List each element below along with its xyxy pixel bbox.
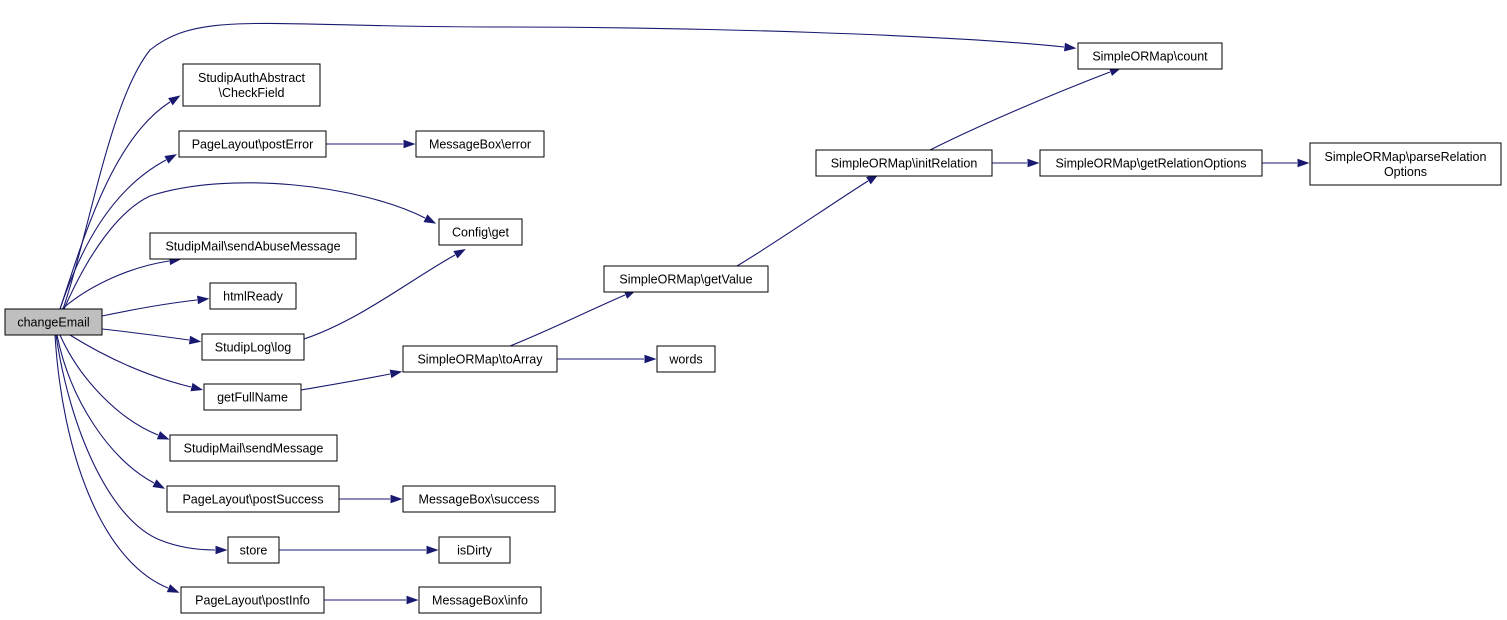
- node-label: words: [668, 353, 702, 367]
- node-label: isDirty: [457, 544, 492, 558]
- node-pagelayout-postsuccess[interactable]: PageLayout\postSuccess: [166, 485, 340, 513]
- edge-changeEmail-to-studiplog-log: [101, 328, 202, 345]
- arrow-head-icon: [156, 431, 170, 440]
- node-isdirty[interactable]: isDirty: [438, 536, 511, 564]
- edge-simpleormap-initrelation-to-simpleormap-count: [929, 67, 1122, 151]
- node-label: SimpleORMap\count: [1092, 50, 1208, 64]
- node-pagelayout-postinfo[interactable]: PageLayout\postInfo: [180, 586, 325, 614]
- node-label: StudipLog\log: [215, 341, 292, 355]
- node-label: changeEmail: [17, 316, 89, 330]
- node-label: \CheckField: [219, 86, 285, 100]
- node-label: SimpleORMap\parseRelation: [1325, 150, 1487, 164]
- edge-pagelayout-postsuccess-to-messagebox-success: [339, 494, 403, 504]
- edge-changeEmail-to-pagelayout-postsuccess: [56, 334, 166, 489]
- arrow-head-icon: [1064, 42, 1077, 52]
- node-label: Options: [1384, 165, 1427, 179]
- node-htmlready[interactable]: htmlReady: [209, 282, 297, 310]
- edge-changeEmail-to-store: [55, 334, 228, 555]
- node-label: SimpleORMap\getValue: [619, 273, 752, 287]
- nodes-layer: changeEmail SimpleORMap\countStudipAuthAb…: [4, 42, 1502, 614]
- edge-changeEmail-to-studipauthabstract-checkfield: [59, 95, 181, 310]
- arrow-head-icon: [215, 545, 228, 555]
- node-messagebox-error[interactable]: MessageBox\error: [415, 130, 545, 158]
- arrow-head-icon: [1297, 158, 1310, 168]
- edge-changeEmail-to-studipmail-sendmessage: [59, 334, 170, 440]
- node-label: SimpleORMap\getRelationOptions: [1055, 157, 1246, 171]
- arrow-head-icon: [190, 382, 204, 392]
- edge-simpleormap-toarray-to-words: [557, 354, 657, 364]
- node-label: getFullName: [217, 391, 288, 405]
- edge-store-to-isdirty: [278, 545, 439, 555]
- edge-simpleormap-getrelationoptions-to-simpleormap-parserelationoptions: [1262, 158, 1310, 168]
- arrow-head-icon: [426, 545, 439, 555]
- node-simpleormap-getrelationoptions[interactable]: SimpleORMap\getRelationOptions: [1039, 149, 1263, 177]
- node-messagebox-info[interactable]: MessageBox\info: [418, 586, 542, 614]
- edge-pagelayout-postinfo-to-messagebox-info: [323, 595, 419, 605]
- arrow-head-icon: [390, 494, 403, 504]
- edge-simpleormap-getvalue-to-simpleormap-initrelation: [736, 174, 879, 267]
- arrow-head-icon: [403, 139, 416, 149]
- node-studipauthabstract-checkfield[interactable]: StudipAuthAbstract\CheckField: [182, 63, 321, 107]
- edge-changeEmail-to-pagelayout-posterror: [59, 154, 177, 310]
- node-label: SimpleORMap\toArray: [417, 353, 543, 367]
- node-changeEmail[interactable]: changeEmail: [4, 308, 103, 336]
- arrow-head-icon: [1027, 158, 1040, 168]
- arrow-head-icon: [166, 584, 180, 593]
- edge-changeEmail-to-pagelayout-postinfo: [54, 334, 180, 593]
- node-label: StudipMail\sendAbuseMessage: [165, 240, 340, 254]
- node-label: store: [240, 544, 268, 558]
- node-words[interactable]: words: [656, 345, 716, 373]
- node-studiplog-log[interactable]: StudipLog\log: [201, 333, 305, 361]
- node-messagebox-success[interactable]: MessageBox\success: [402, 485, 556, 513]
- node-simpleormap-initrelation[interactable]: SimpleORMap\initRelation: [815, 149, 993, 177]
- node-pagelayout-posterror[interactable]: PageLayout\postError: [178, 130, 327, 158]
- node-studipmail-sendabusemessage[interactable]: StudipMail\sendAbuseMessage: [149, 232, 357, 260]
- node-label: PageLayout\postInfo: [195, 594, 310, 608]
- edge-changeEmail-to-simpleormap-count: [62, 22, 1077, 310]
- edge-studiplog-log-to-config-get: [303, 248, 466, 340]
- edge-changeEmail-to-config-get: [63, 182, 437, 310]
- edge-simpleormap-toarray-to-simpleormap-getvalue: [509, 290, 637, 347]
- arrow-head-icon: [423, 214, 437, 224]
- node-label: StudipMail\sendMessage: [184, 442, 324, 456]
- edge-simpleormap-initrelation-to-simpleormap-getrelationoptions: [992, 158, 1040, 168]
- node-label: MessageBox\info: [432, 594, 528, 608]
- edge-changeEmail-to-studipmail-sendabusemessage: [61, 256, 182, 310]
- node-label: PageLayout\postError: [192, 138, 314, 152]
- edge-changeEmail-to-htmlready: [101, 295, 210, 317]
- edge-changeEmail-to-getfullname: [69, 334, 204, 392]
- arrow-head-icon: [453, 248, 466, 259]
- node-label: Config\get: [452, 226, 510, 240]
- arrow-head-icon: [168, 95, 181, 106]
- node-getfullname[interactable]: getFullName: [203, 383, 302, 411]
- arrow-head-icon: [197, 295, 210, 305]
- node-simpleormap-count[interactable]: SimpleORMap\count: [1077, 42, 1223, 70]
- node-config-get[interactable]: Config\get: [438, 218, 523, 246]
- edges-layer: [54, 22, 1310, 605]
- arrow-head-icon: [188, 335, 202, 345]
- node-label: MessageBox\success: [419, 493, 540, 507]
- node-label: htmlReady: [223, 290, 283, 304]
- edge-getfullname-to-simpleormap-toarray: [300, 369, 403, 391]
- arrow-head-icon: [389, 369, 403, 379]
- node-simpleormap-toarray[interactable]: SimpleORMap\toArray: [402, 345, 558, 373]
- arrow-head-icon: [164, 154, 177, 164]
- arrow-head-icon: [644, 354, 657, 364]
- node-label: SimpleORMap\initRelation: [831, 157, 978, 171]
- node-label: StudipAuthAbstract: [198, 71, 306, 85]
- edge-pagelayout-posterror-to-messagebox-error: [326, 139, 416, 149]
- node-store[interactable]: store: [227, 536, 280, 564]
- arrow-head-icon: [152, 479, 166, 489]
- node-simpleormap-getvalue[interactable]: SimpleORMap\getValue: [603, 265, 769, 293]
- node-studipmail-sendmessage[interactable]: StudipMail\sendMessage: [169, 434, 338, 462]
- node-label: MessageBox\error: [429, 138, 531, 152]
- arrow-head-icon: [406, 595, 419, 605]
- node-label: PageLayout\postSuccess: [182, 493, 323, 507]
